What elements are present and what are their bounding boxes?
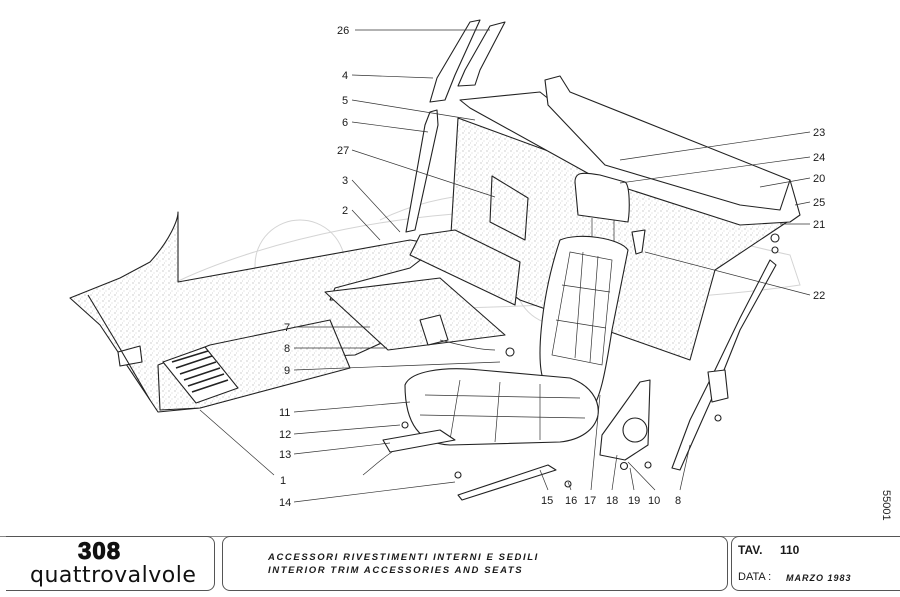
callout-25: 25: [813, 197, 825, 209]
callout-8b: 8: [675, 495, 681, 507]
callout-16: 16: [565, 495, 577, 507]
seat-backrest-part: [539, 172, 630, 413]
floor-carpet-part: [69, 211, 441, 413]
logo-box: [6, 536, 215, 591]
callout-12: 12: [279, 429, 291, 441]
callout-1: 1: [280, 475, 286, 487]
date-label: DATA :: [738, 571, 772, 583]
seat-belt-retractor-part: [707, 369, 729, 403]
exploded-parts-diagram: 26 4 5 6 27 3 2 7 8 9 11 12 13 1 14 15 1…: [69, 19, 825, 509]
callout-8a: 8: [284, 343, 290, 355]
callout-13: 13: [279, 449, 291, 461]
callout-2: 2: [342, 205, 348, 217]
table-info-box: [731, 536, 900, 591]
table-number: 110: [780, 543, 800, 557]
callout-9: 9: [284, 365, 290, 377]
callout-3: 3: [342, 175, 348, 187]
pillar-trim-upper-part: [429, 19, 481, 103]
callout-19: 19: [628, 495, 640, 507]
callout-7: 7: [284, 322, 290, 334]
callout-11: 11: [279, 407, 290, 419]
description-italian: ACCESSORI RIVESTIMENTI INTERNI E SEDILI: [268, 552, 539, 563]
seat-adjuster-cable: [362, 451, 393, 476]
callout-20: 20: [813, 173, 825, 185]
pillar-trim-upper-right-part: [457, 21, 506, 87]
callout-27: 27: [337, 145, 349, 157]
model-logo-number: 308: [77, 538, 122, 566]
description-english: INTERIOR TRIM ACCESSORIES AND SEATS: [268, 565, 524, 576]
callout-10: 10: [648, 495, 660, 507]
speaker-cover-part: [489, 175, 529, 241]
seat-belt-part: [671, 259, 777, 471]
seat-rail-right-part: [457, 464, 557, 501]
callout-4: 4: [342, 70, 348, 82]
parcel-shelf-upper-part: [544, 75, 791, 211]
callout-26: 26: [337, 25, 349, 37]
description-box: [222, 536, 728, 591]
leader-lines: [199, 29, 811, 503]
seat-rail-left-part: [382, 429, 456, 453]
model-logo-word: quattrovalvole: [30, 563, 197, 588]
bulkhead-sill-part: [409, 229, 521, 306]
callout-14: 14: [279, 497, 291, 509]
callout-24: 24: [813, 152, 825, 164]
callout-18: 18: [606, 495, 618, 507]
callout-6: 6: [342, 117, 348, 129]
rear-floor-carpet-part: [324, 277, 506, 351]
seat-belt-buckle-part: [419, 314, 449, 346]
callout-23: 23: [813, 127, 825, 139]
pillar-trim-lower-part: [405, 109, 439, 233]
drawing-code: 55001: [880, 490, 892, 521]
callout-15: 15: [541, 495, 553, 507]
date-value: MARZO 1983: [786, 573, 852, 583]
callout-5: 5: [342, 95, 348, 107]
callout-21: 21: [813, 219, 825, 231]
recliner-knob-part: [622, 417, 648, 443]
callout-labels: 26 4 5 6 27 3 2 7 8 9 11 12 13 1 14 15 1…: [279, 25, 825, 509]
table-label: TAV.: [738, 543, 763, 557]
callout-17: 17: [584, 495, 596, 507]
floor-vent-grille: [162, 346, 239, 404]
callout-22: 22: [813, 290, 825, 302]
